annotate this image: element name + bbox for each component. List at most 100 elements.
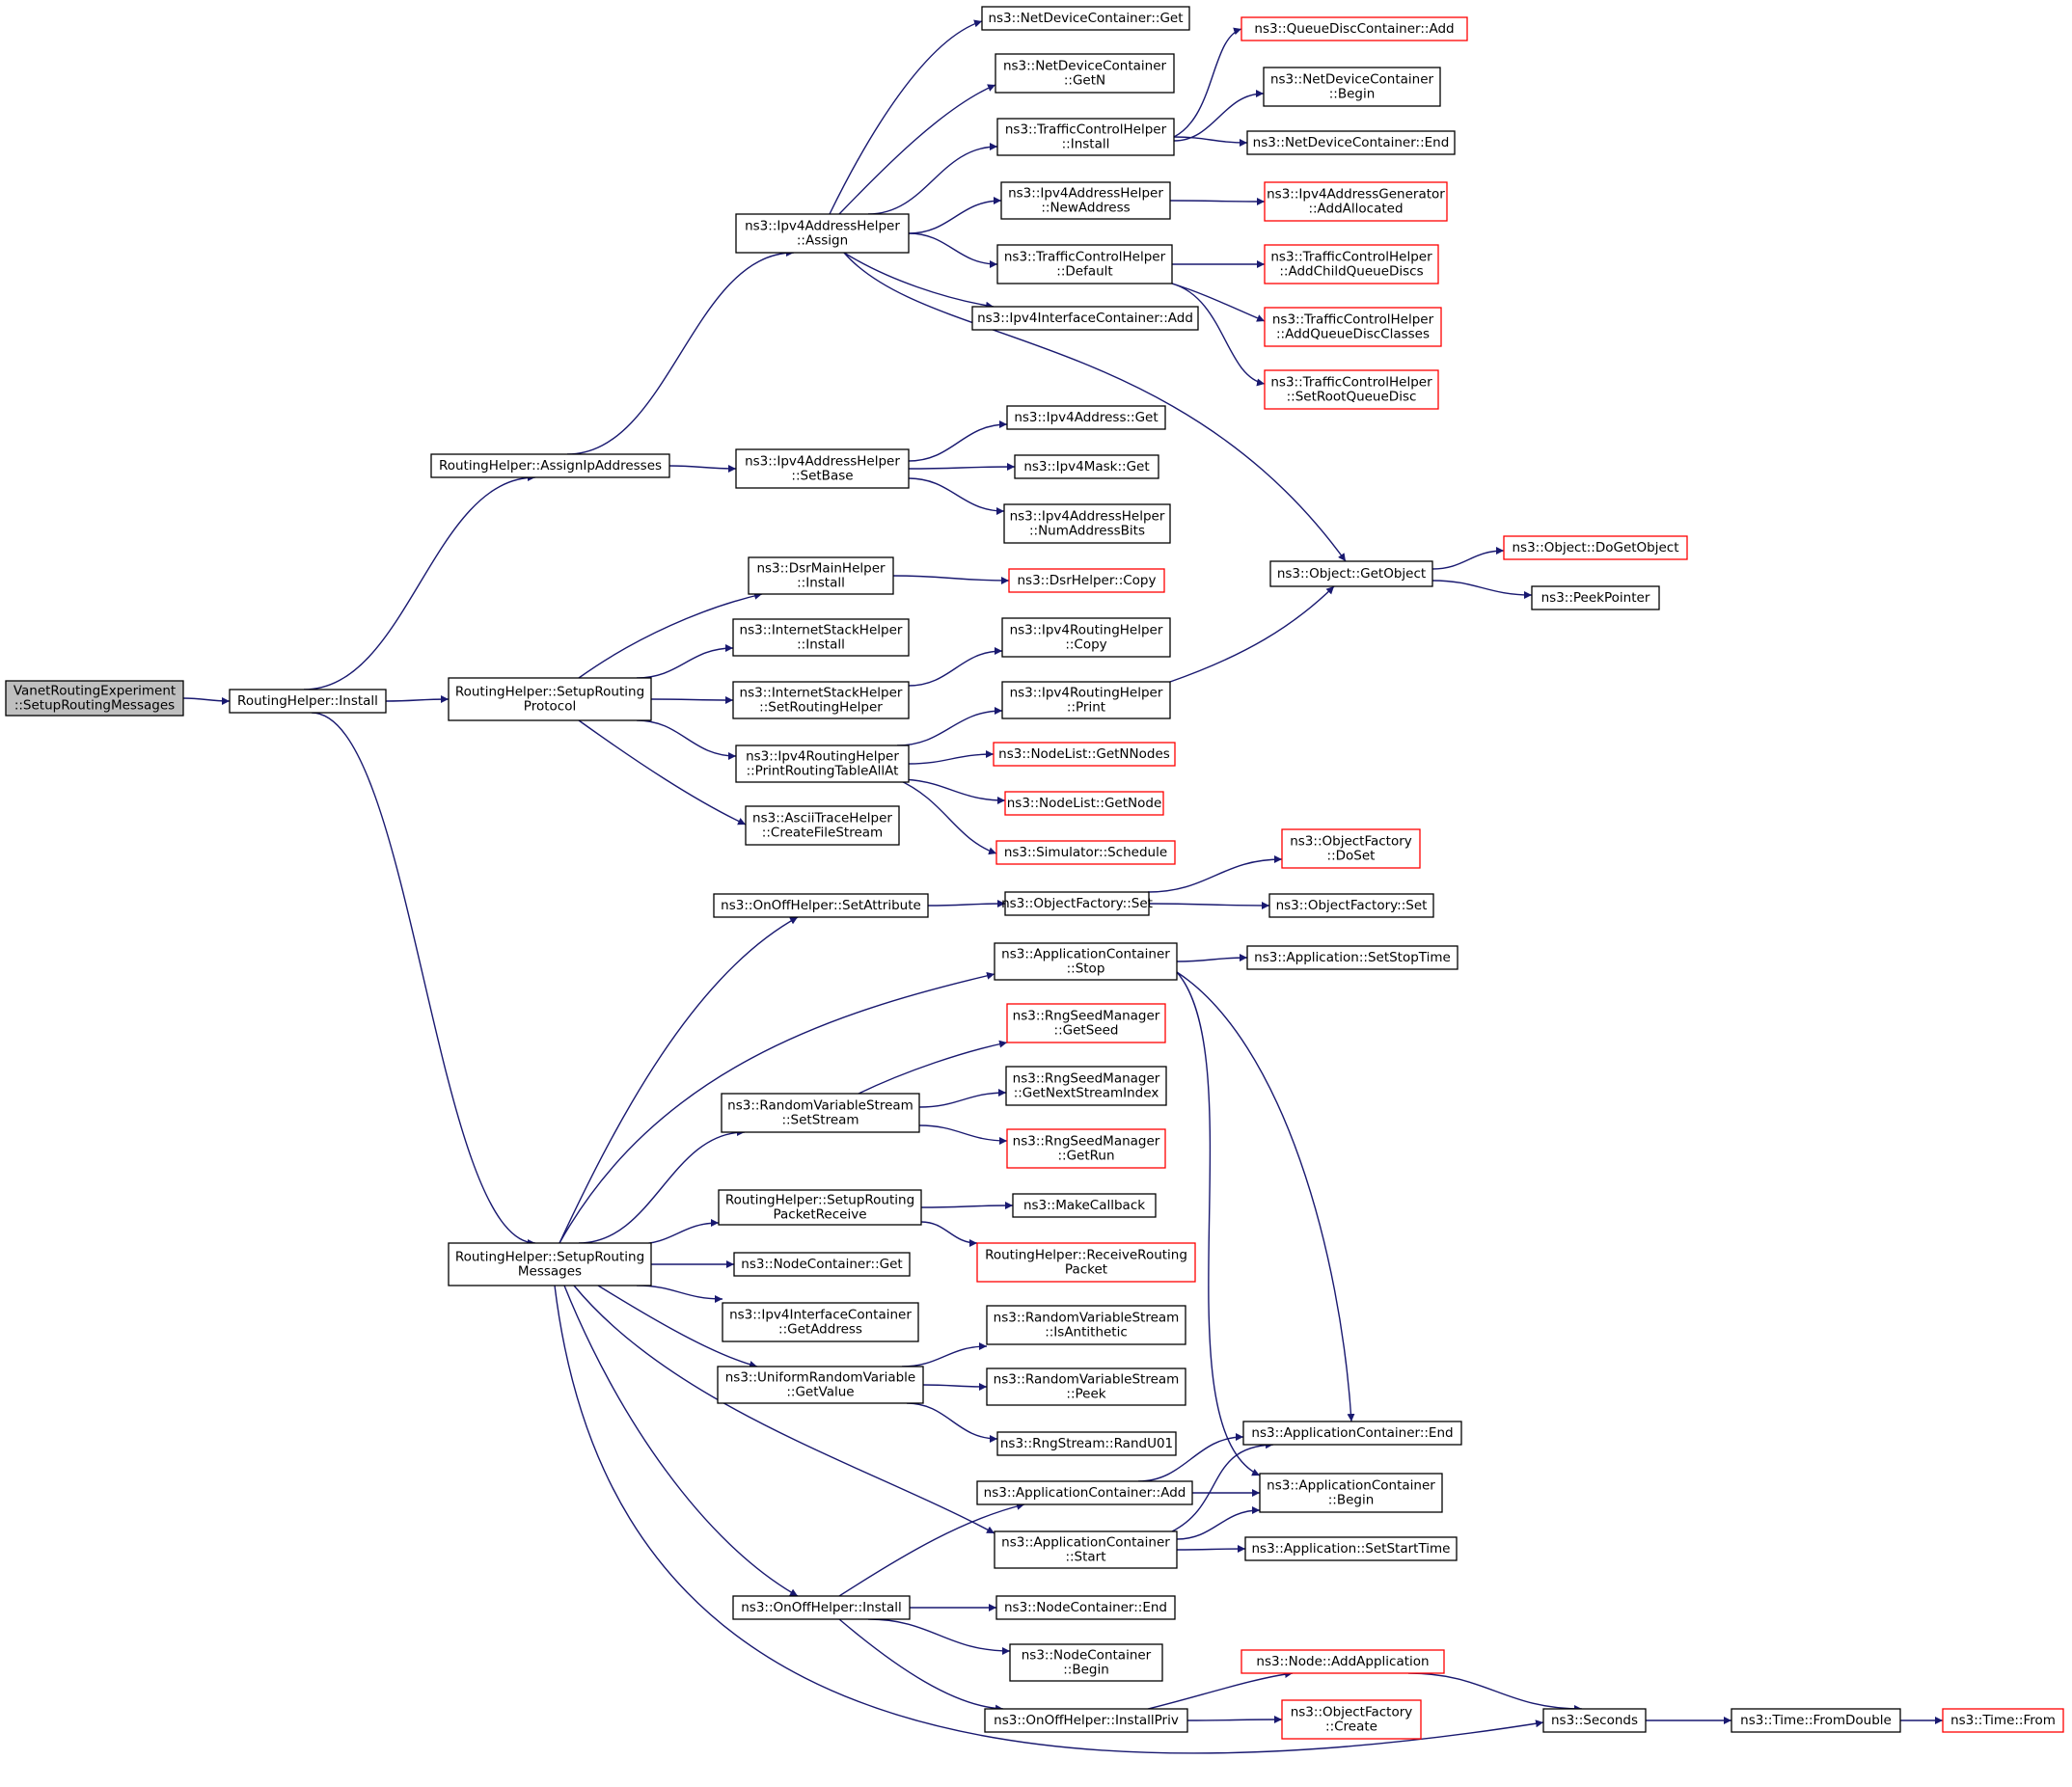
edge-of_set1-to-of_set2 [1148, 901, 1270, 909]
node-rvs_peek[interactable]: ns3::RandomVariableStream::Peek [986, 1367, 1186, 1406]
node-ndc_getn[interactable]: ns3::NetDeviceContainer::GetN [995, 53, 1175, 94]
node-obj_getobject[interactable]: ns3::Object::GetObject [1269, 560, 1433, 587]
node-rh_assignip[interactable]: RoutingHelper::AssignIpAddresses [430, 453, 670, 478]
node-nodelist_getn[interactable]: ns3::NodeList::GetNNodes [993, 742, 1176, 767]
node-label-line: ns3::InternetStackHelper [740, 686, 903, 701]
edge-ipv4ah_assign-to-ipv4ic_add [843, 252, 995, 310]
node-node_addapp[interactable]: ns3::Node::AddApplication [1240, 1649, 1445, 1674]
node-tch_install[interactable]: ns3::TrafficControlHelper::Install [996, 118, 1175, 156]
node-ndc_begin[interactable]: ns3::NetDeviceContainer::Begin [1263, 67, 1441, 107]
node-box [1008, 568, 1165, 593]
node-of_create[interactable]: ns3::ObjectFactory::Create [1281, 1699, 1422, 1740]
node-rsm_getnext[interactable]: ns3::RngSeedManager::GetNextStreamIndex [1005, 1066, 1167, 1106]
node-nc_begin[interactable]: ns3::NodeContainer::Begin [1009, 1643, 1163, 1682]
edge-of_set1-to-of_doset [1147, 855, 1283, 893]
edge-onoff_setattr-to-of_set1 [927, 900, 1006, 908]
node-label-line: ns3::Ipv4Address::Get [1014, 410, 1158, 425]
node-peekpointer[interactable]: ns3::PeekPointer [1531, 585, 1660, 610]
node-label-line: ::Assign [797, 233, 848, 249]
node-ipv4rh_copy[interactable]: ns3::Ipv4RoutingHelper::Copy [1001, 617, 1171, 658]
node-urv_getvalue[interactable]: ns3::UniformRandomVariable::GetValue [717, 1366, 924, 1404]
node-app_setstop[interactable]: ns3::Application::SetStopTime [1246, 945, 1459, 970]
node-rsm_getrun[interactable]: ns3::RngSeedManager::GetRun [1006, 1128, 1166, 1169]
nodes-layer: VanetRoutingExperiment::SetupRoutingMess… [5, 6, 2064, 1740]
node-ipv4ah_newaddr[interactable]: ns3::Ipv4AddressHelper::NewAddress [1000, 181, 1171, 220]
node-label-line: ns3::RandomVariableStream [994, 1311, 1180, 1326]
node-ac_begin[interactable]: ns3::ApplicationContainer::Begin [1259, 1473, 1443, 1513]
node-tch_addqdc[interactable]: ns3::TrafficControlHelper::AddQueueDiscC… [1264, 307, 1442, 347]
node-dsrhelper_copy[interactable]: ns3::DsrHelper::Copy [1008, 568, 1165, 593]
node-rh_setupmsg[interactable]: RoutingHelper::SetupRoutingMessages [448, 1242, 652, 1286]
node-label-line: ns3::Object::GetObject [1277, 566, 1426, 582]
node-onoff_installpriv[interactable]: ns3::OnOffHelper::InstallPriv [984, 1708, 1188, 1733]
node-time_from[interactable]: ns3::Time::From [1942, 1708, 2064, 1733]
node-ascii_create[interactable]: ns3::AsciiTraceHelper::CreateFileStream [745, 805, 900, 846]
node-nc_get[interactable]: ns3::NodeContainer::Get [733, 1252, 911, 1277]
node-ndc_end[interactable]: ns3::NetDeviceContainer::End [1246, 130, 1456, 155]
node-of_set1[interactable]: ns3::ObjectFactory::Set [1001, 891, 1153, 916]
node-seconds[interactable]: ns3::Seconds [1542, 1708, 1647, 1733]
node-makecallback[interactable]: ns3::MakeCallback [1012, 1193, 1157, 1218]
node-ipv4ah_assign[interactable]: ns3::Ipv4AddressHelper::Assign [735, 213, 910, 254]
node-app_setstart[interactable]: ns3::Application::SetStartTime [1244, 1536, 1458, 1561]
node-dsrmain_install[interactable]: ns3::DsrMainHelper::Install [748, 556, 894, 595]
node-ipv4rh_print[interactable]: ns3::Ipv4RoutingHelper::Print [1001, 681, 1171, 719]
node-time_fromdouble[interactable]: ns3::Time::FromDouble [1731, 1708, 1901, 1733]
node-tch_addchild[interactable]: ns3::TrafficControlHelper::AddChildQueue… [1264, 244, 1439, 284]
node-ipv4ic_getaddr[interactable]: ns3::Ipv4InterfaceContainer::GetAddress [722, 1302, 919, 1342]
node-ish_install[interactable]: ns3::InternetStackHelper::Install [732, 618, 910, 657]
node-ndc_get[interactable]: ns3::NetDeviceContainer::Get [981, 6, 1190, 31]
node-ipv4ag_alloc[interactable]: ns3::Ipv4AddressGenerator::AddAllocated [1264, 181, 1448, 222]
node-ipv4mask_get[interactable]: ns3::Ipv4Mask::Get [1014, 454, 1159, 479]
node-tch_default[interactable]: ns3::TrafficControlHelper::Default [996, 244, 1173, 284]
node-ipv4ic_add[interactable]: ns3::Ipv4InterfaceContainer::Add [971, 306, 1199, 331]
node-label-line: ns3::Node::AddApplication [1256, 1654, 1429, 1669]
node-onoff_install[interactable]: ns3::OnOffHelper::Install [732, 1595, 911, 1620]
node-ac_end[interactable]: ns3::ApplicationContainer::End [1242, 1421, 1462, 1446]
node-qdc_add[interactable]: ns3::QueueDiscContainer::Add [1240, 16, 1468, 41]
node-box [1001, 617, 1171, 658]
node-box [1542, 1708, 1647, 1733]
node-ish_setrh[interactable]: ns3::InternetStackHelper::SetRoutingHelp… [732, 681, 910, 719]
edge-root-to-rh_install [182, 696, 231, 705]
node-of_doset[interactable]: ns3::ObjectFactory::DoSet [1281, 828, 1421, 869]
node-ipv4rh_printall[interactable]: ns3::Ipv4RoutingHelper::PrintRoutingTabl… [735, 745, 910, 783]
node-box [229, 689, 387, 714]
node-box [1003, 503, 1171, 544]
node-sim_schedule[interactable]: ns3::Simulator::Schedule [995, 840, 1176, 865]
node-of_set2[interactable]: ns3::ObjectFactory::Set [1268, 893, 1434, 918]
node-nodelist_getnode[interactable]: ns3::NodeList::GetNode [1004, 791, 1164, 816]
node-label-line: ::CreateFileStream [762, 826, 883, 841]
node-label-line: ns3::Object::DoGetObject [1512, 540, 1678, 555]
node-box [1244, 1536, 1458, 1561]
node-label-line: Packet [1065, 1262, 1107, 1278]
node-box [994, 942, 1178, 981]
node-rvs_setstream[interactable]: ns3::RandomVariableStream::SetStream [721, 1093, 920, 1133]
edge-ipv4ah_setbase-to-ipv4addr_get [908, 420, 1008, 462]
node-tch_setroot[interactable]: ns3::TrafficControlHelper::SetRootQueueD… [1264, 369, 1439, 410]
edge-rh_setupmsg-to-ipv4ic_getaddr [636, 1285, 723, 1303]
node-ac_add[interactable]: ns3::ApplicationContainer::Add [976, 1480, 1193, 1505]
node-ipv4ah_numbits[interactable]: ns3::Ipv4AddressHelper::NumAddressBits [1003, 503, 1171, 544]
node-root: VanetRoutingExperiment::SetupRoutingMess… [5, 680, 184, 717]
node-rh_install[interactable]: RoutingHelper::Install [229, 689, 387, 714]
node-rngstream_rand[interactable]: ns3::RngStream::RandU01 [996, 1431, 1177, 1456]
edges-layer [182, 19, 1943, 1754]
node-ipv4addr_get[interactable]: ns3::Ipv4Address::Get [1006, 405, 1166, 430]
node-label-line: ::GetN [1064, 73, 1105, 89]
node-ipv4ah_setbase[interactable]: ns3::Ipv4AddressHelper::SetBase [735, 448, 910, 489]
node-rvs_isanti[interactable]: ns3::RandomVariableStream::IsAntithetic [986, 1305, 1186, 1345]
node-ac_stop[interactable]: ns3::ApplicationContainer::Stop [994, 942, 1178, 981]
node-rsm_getseed[interactable]: ns3::RngSeedManager::GetSeed [1006, 1003, 1166, 1043]
node-label-line: ::GetRun [1057, 1149, 1114, 1164]
node-ac_start[interactable]: ns3::ApplicationContainer::Start [994, 1530, 1178, 1569]
node-obj_dogetobject[interactable]: ns3::Object::DoGetObject [1503, 535, 1688, 560]
node-box [448, 1242, 652, 1286]
node-onoff_setattr[interactable]: ns3::OnOffHelper::SetAttribute [713, 893, 929, 918]
node-nc_end[interactable]: ns3::NodeContainer::End [995, 1595, 1176, 1620]
edge-onoff_installpriv-to-of_create [1186, 1716, 1283, 1724]
